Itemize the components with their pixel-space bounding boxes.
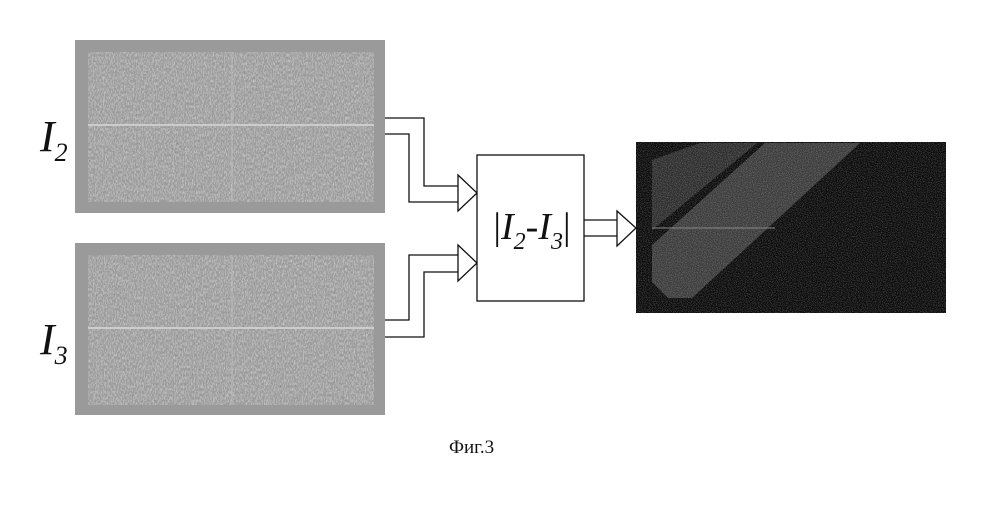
input-image-i3 (75, 243, 385, 415)
input-label-i2: I2 (40, 112, 68, 167)
arrow-icon (616, 209, 637, 248)
block-formula: |I2-I3| (493, 206, 571, 255)
connector-i2-to-block (385, 117, 478, 213)
connector-i3-to-block (385, 243, 478, 338)
connector-block-to-result (584, 209, 637, 248)
arrow-icon (457, 173, 478, 213)
arrow-icon (457, 243, 478, 283)
figure-caption: Фиг.3 (449, 437, 495, 458)
input-label-i3: I3 (40, 315, 68, 370)
input-image-i2 (75, 40, 385, 213)
result-image (636, 142, 946, 313)
difference-block (476, 154, 585, 302)
